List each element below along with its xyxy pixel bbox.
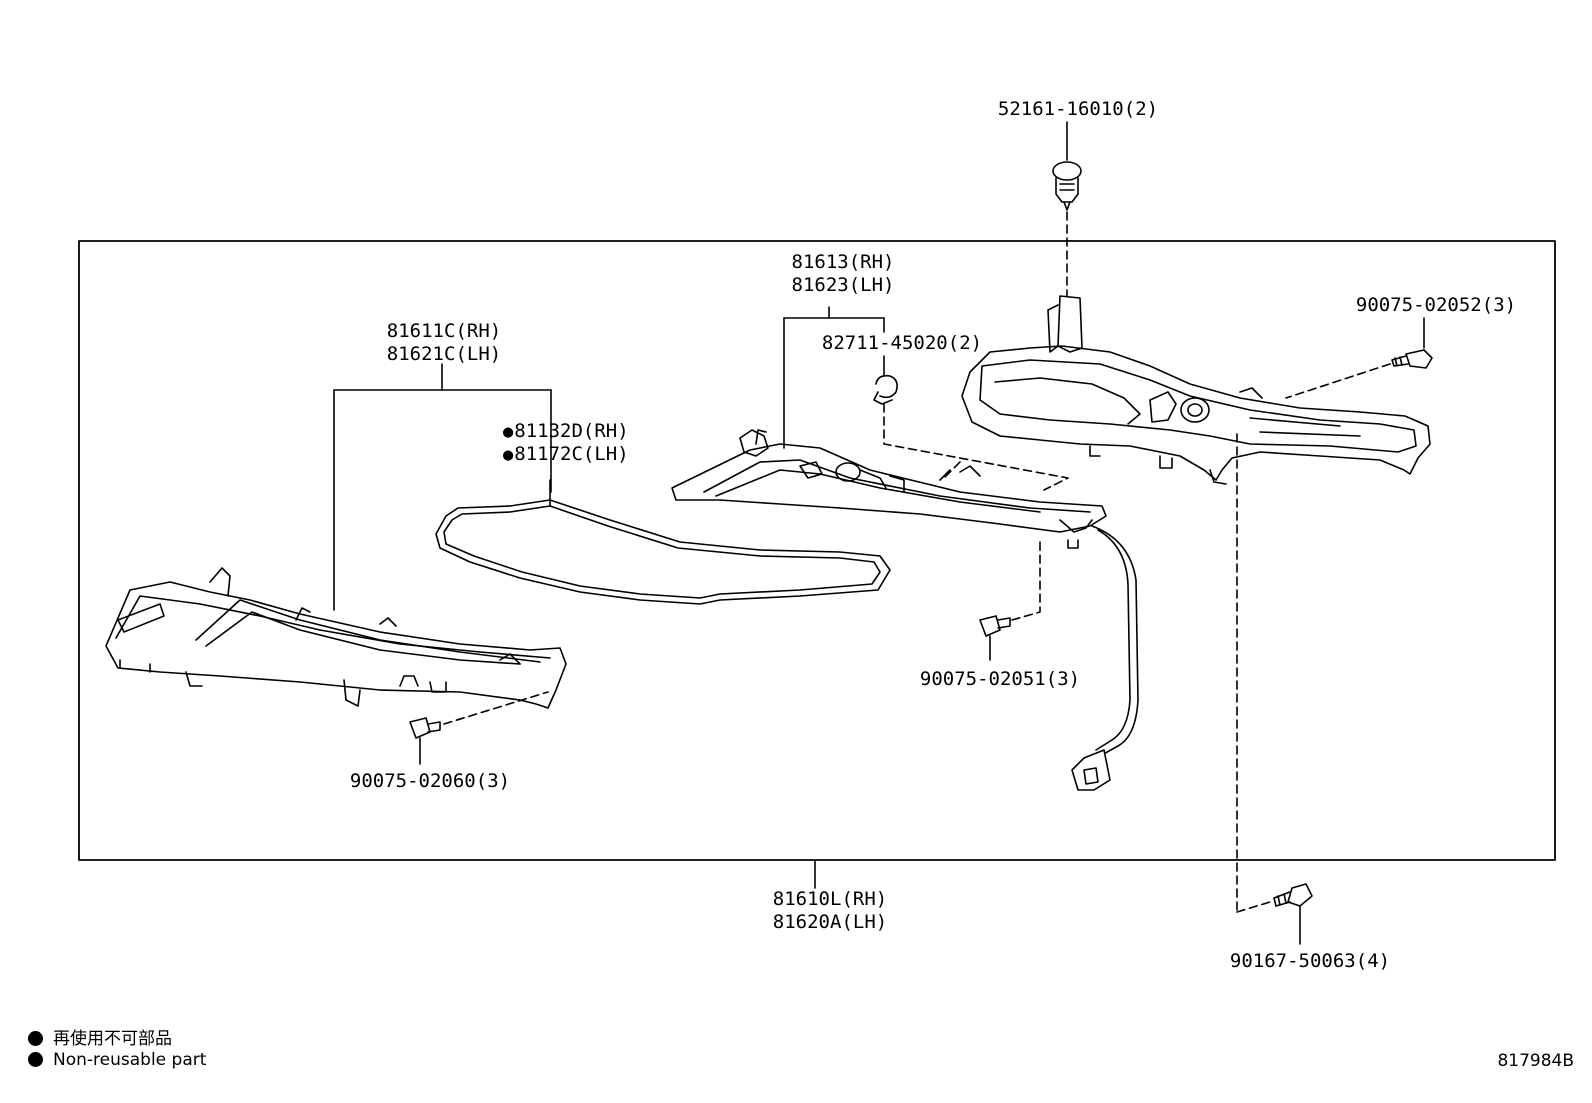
label-bezel-rh: 81613(RH) (791, 251, 895, 273)
label-screw-mid: 90075-02051(3) (919, 668, 1081, 690)
screw-right-part (1391, 317, 1433, 369)
clip-part (1052, 121, 1082, 211)
socket-part (873, 355, 898, 405)
screw-left-part (409, 717, 441, 765)
legend-jp: 再使用不可部品 (28, 1024, 172, 1049)
lens-part (105, 363, 567, 709)
label-assembly-rh: 81610L(RH) (772, 888, 888, 910)
legend-en: Non-reusable part (28, 1050, 206, 1070)
label-socket: 82711-45020(2) (821, 332, 983, 354)
legend-en-text: Non-reusable part (53, 1050, 207, 1070)
label-lens-rh: 81611C(RH) (386, 320, 502, 342)
label-screw-right: 90075-02052(3) (1355, 294, 1517, 316)
label-gasket-rh: 81132D(RH) (503, 420, 628, 443)
screw-right-dash (1285, 363, 1391, 399)
label-screw-left: 90075-02060(3) (349, 770, 511, 792)
label-bolt-bottom: 90167-50063(4) (1229, 950, 1391, 972)
bolt-part (1273, 883, 1313, 945)
label-bezel-lh: 81623(LH) (791, 274, 895, 296)
screw-mid-dash (1011, 539, 1041, 621)
housing-part (961, 295, 1431, 485)
bullet-icon (28, 1031, 43, 1046)
bolt-dash-tail (1236, 901, 1271, 913)
label-assembly-lh: 81620A(LH) (772, 911, 888, 933)
bullet-icon (28, 1052, 43, 1067)
bezel-part (671, 306, 1139, 791)
legend-jp-text: 再使用不可部品 (53, 1029, 172, 1049)
diagram-code: 817984B (1497, 1051, 1574, 1071)
assembly-frame (78, 240, 1556, 861)
label-clip-top: 52161-16010(2) (997, 98, 1159, 120)
label-gasket-lh: 81172C(LH) (503, 443, 628, 466)
screw-mid-part (979, 615, 1011, 661)
label-lens-lh: 81621C(LH) (386, 343, 502, 365)
gasket-part (435, 479, 891, 605)
screw-left-dash (443, 691, 549, 725)
socket-dash (883, 403, 1069, 491)
